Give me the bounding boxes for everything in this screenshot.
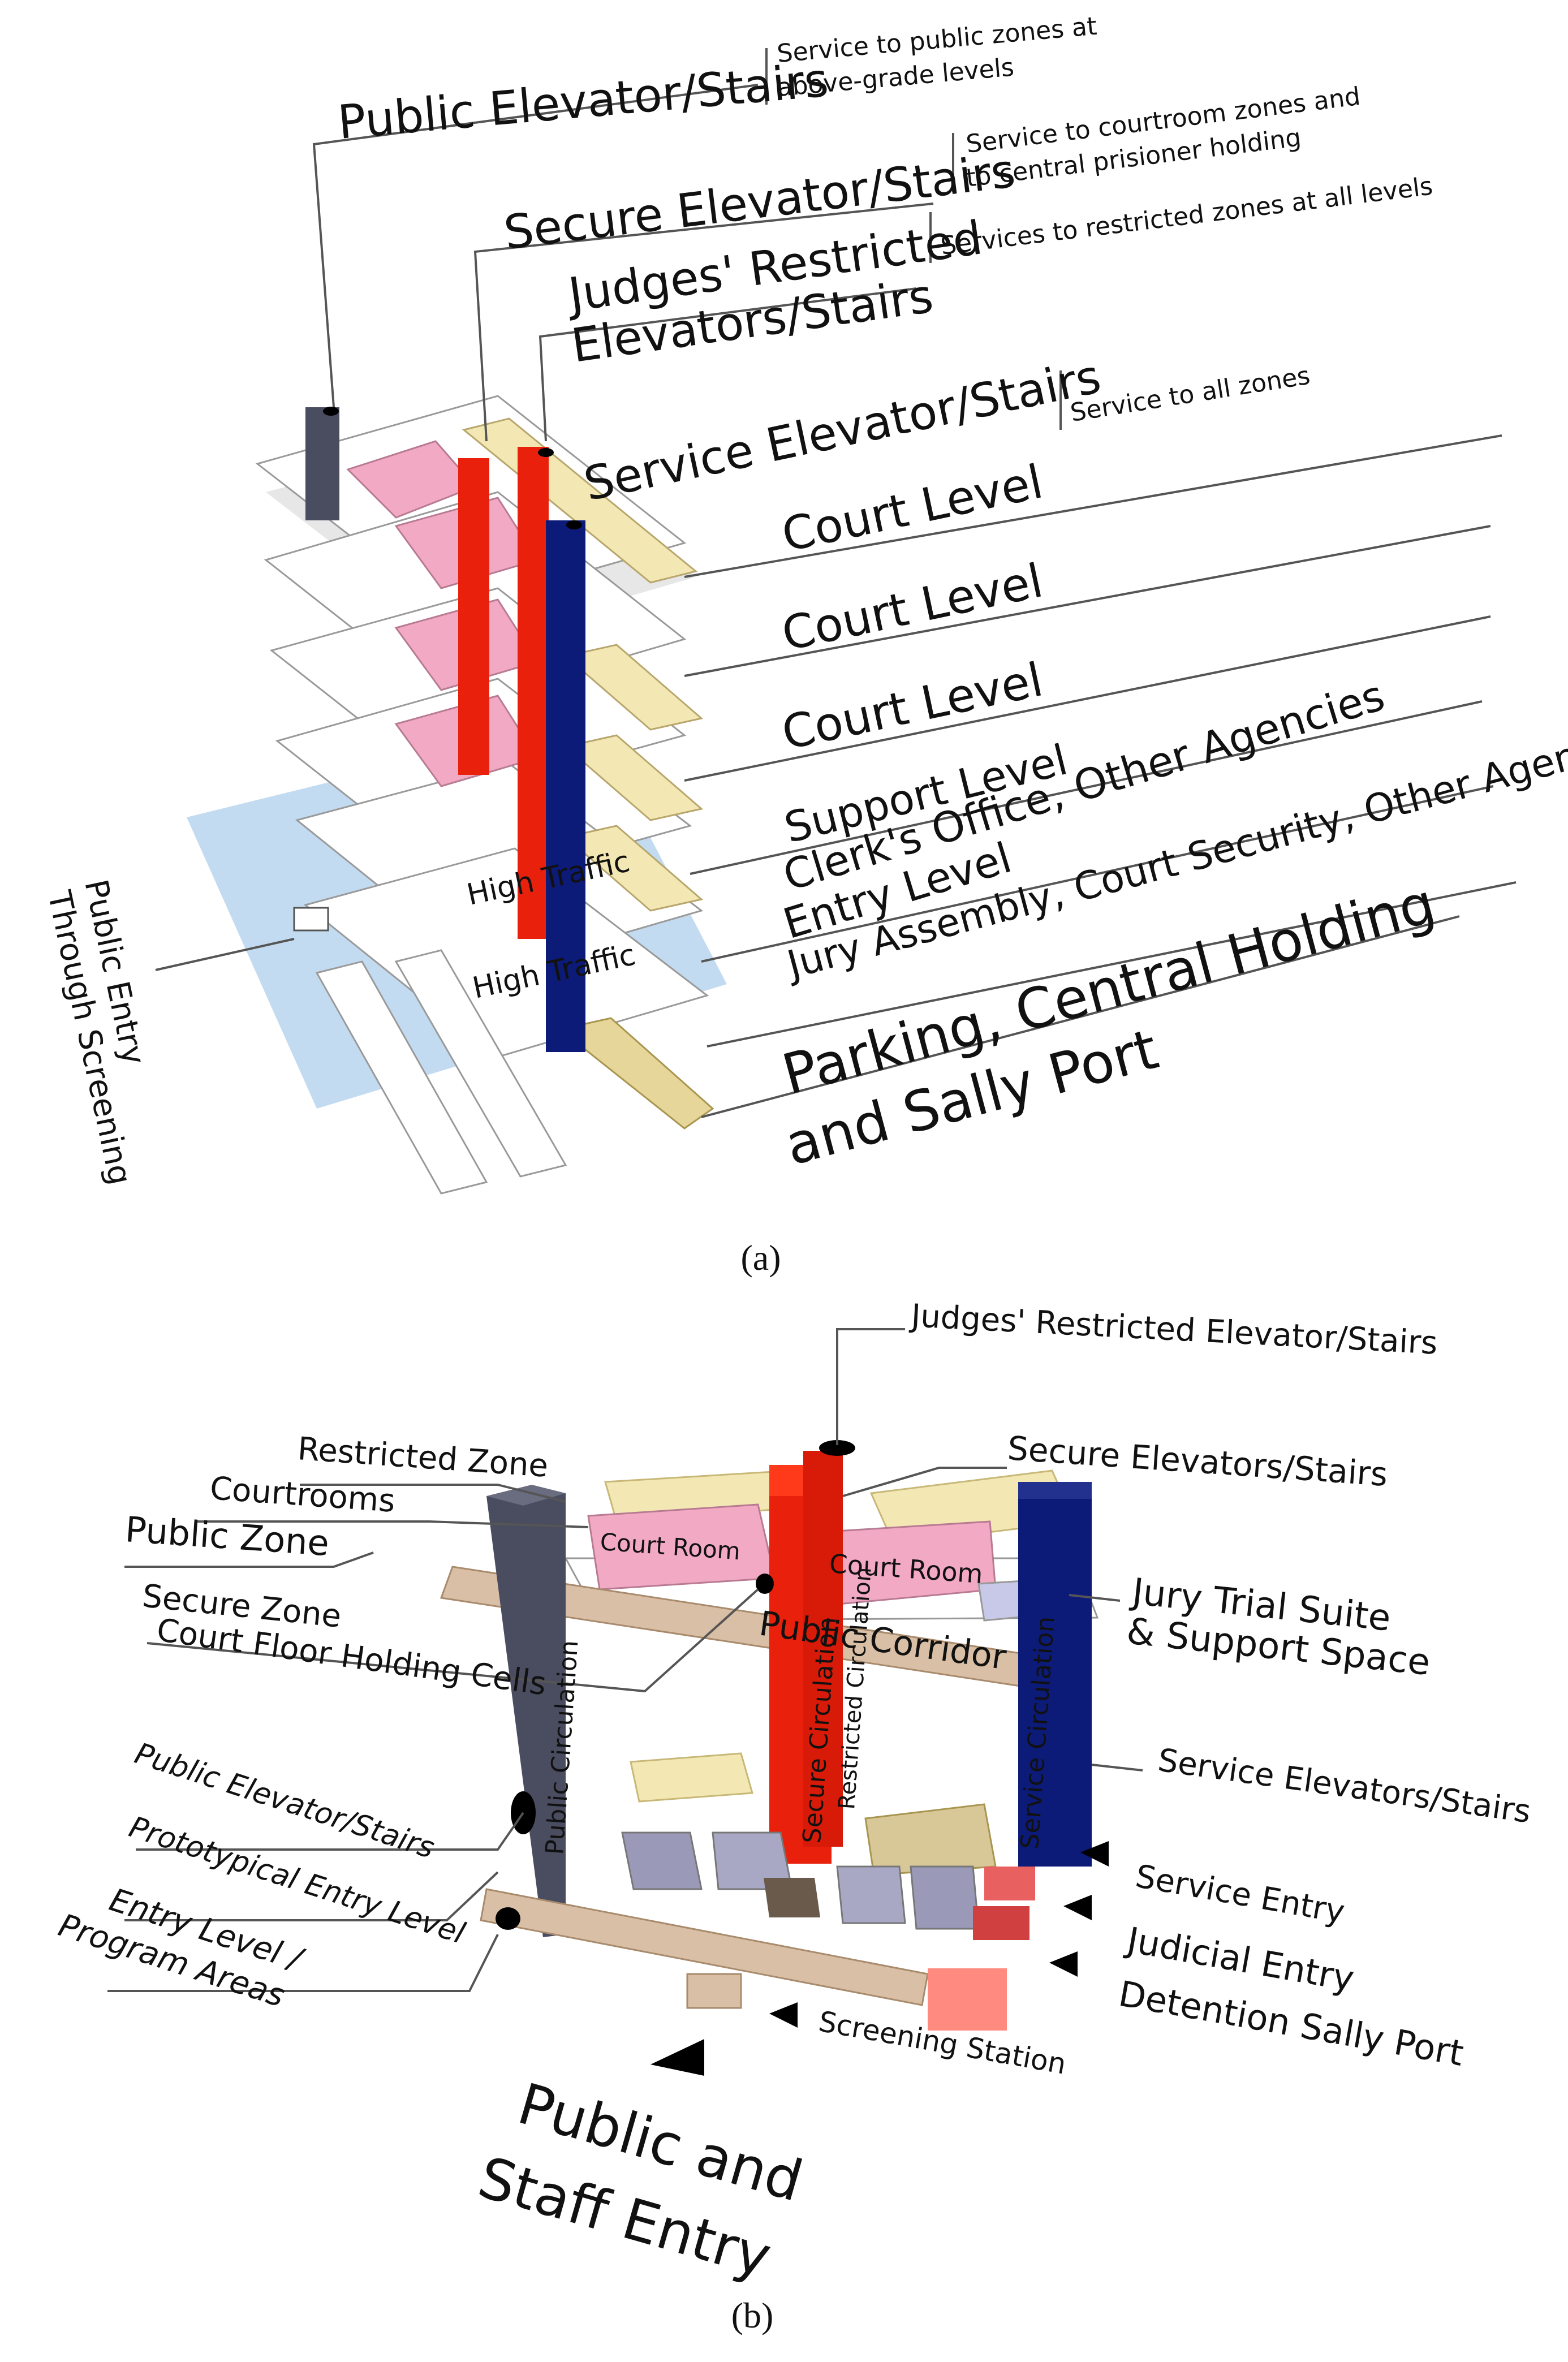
note-service: Service to all zones: [1069, 361, 1312, 428]
label-courtrooms: Courtrooms: [209, 1470, 397, 1520]
leader-court-level-1: [684, 434, 1502, 578]
leader-entry-level: [701, 785, 1494, 963]
public-elevator-column: [305, 407, 339, 520]
label-court-level-2: Court Level: [777, 554, 1047, 661]
arrow-screening[interactable]: [769, 2002, 798, 2028]
label-holding: Court Floor Holding Cells: [154, 1611, 549, 1702]
label-public-elevator: Public Elevator/Stairs: [335, 53, 830, 149]
public-circulation-column: [486, 1493, 566, 1937]
sally-port-block: [928, 1968, 1007, 2031]
restricted-circulation-column: [803, 1451, 843, 1847]
leader-parking: [701, 915, 1460, 1118]
program-area-1: [621, 1831, 703, 1890]
screening-box: [293, 907, 329, 932]
judicial-entry-block: [973, 1906, 1029, 1940]
entry-level-dot: [496, 1907, 520, 1930]
panel-a: High Traffic High Traffic Public Elevato…: [40, 12, 1568, 1278]
panel-b: Judges' Restricted Elevator/Stairs Restr…: [54, 1298, 1533, 2335]
leader-public-entry: [155, 938, 295, 971]
support-block-3: [563, 734, 704, 821]
program-area-3: [764, 1878, 820, 1917]
caption-a: (a): [740, 1238, 781, 1278]
service-elevator-cap: [566, 520, 582, 529]
leader-jury-suite: [1069, 1594, 1121, 1602]
slab-parking-strip-1: [315, 960, 488, 1195]
leader-court-level-3: [684, 615, 1491, 782]
leader-secure-elevator: [473, 202, 934, 442]
judges-elevator-column: [518, 447, 549, 939]
leader-entry-level-b: [107, 1934, 499, 1992]
service-circulation-column: [1018, 1488, 1092, 1867]
support-block-4: [563, 825, 704, 912]
service-elevator-column: [546, 520, 585, 1052]
judges-elevator-cap-b: [819, 1440, 855, 1456]
leader-restricted-zone: [300, 1484, 566, 1503]
leader-public-elevator-b: [136, 1812, 524, 1851]
screening-station-block: [686, 1973, 742, 2009]
label-service-entry: Service Entry: [1133, 1858, 1347, 1931]
service-entry-block: [984, 1867, 1035, 1900]
secure-zone-dot: [756, 1574, 774, 1594]
label-court-level-3: Court Level: [777, 653, 1047, 760]
leader-court-level-2: [684, 525, 1491, 677]
secure-elevator-column: [458, 458, 489, 775]
entry-corridor-bar: [480, 1888, 929, 2006]
arrow-detention[interactable]: [1049, 1951, 1078, 1977]
arrow-public-entry[interactable]: [651, 2039, 704, 2076]
program-area-4: [836, 1865, 906, 1924]
caption-b: (b): [731, 2295, 774, 2335]
leader-service-elevators: [1091, 1764, 1143, 1772]
leader-public-zone: [124, 1551, 374, 1568]
leader-judges-b: [836, 1328, 905, 1445]
leader-public-elevator: [312, 84, 759, 408]
support-block-parking: [558, 1017, 714, 1130]
public-elevator-cap: [323, 407, 339, 416]
service-column-top: [1018, 1482, 1092, 1499]
support-block-2: [563, 644, 704, 731]
label-judges-b: Judges' Restricted Elevator/Stairs: [908, 1298, 1438, 1362]
label-public-zone: Public Zone: [124, 1508, 330, 1564]
arrow-service-entry[interactable]: [1080, 1841, 1109, 1867]
leader-jury-level: [707, 881, 1517, 1048]
label-restricted-zone: Restricted Zone: [296, 1430, 549, 1485]
lower-support-left: [630, 1752, 753, 1803]
leader-courtrooms: [195, 1520, 589, 1528]
leader-judges: [539, 287, 917, 442]
program-area-5: [910, 1865, 980, 1930]
leader-prototypical: [124, 1871, 499, 1921]
leader-secure-zone: [147, 1588, 759, 1693]
arrow-judicial-entry[interactable]: [1063, 1895, 1092, 1920]
public-circulation-top: [486, 1485, 566, 1506]
leader-secure-elevators: [842, 1467, 1007, 1497]
label-service-elevators: Service Elevators/Stairs: [1156, 1742, 1533, 1830]
leader-support-level: [690, 700, 1483, 875]
label-court-level-1: Court Level: [777, 455, 1047, 562]
slab-parking-strip-2: [394, 949, 567, 1178]
judges-elevator-cap: [538, 448, 554, 457]
lower-support-right: [864, 1803, 997, 1876]
